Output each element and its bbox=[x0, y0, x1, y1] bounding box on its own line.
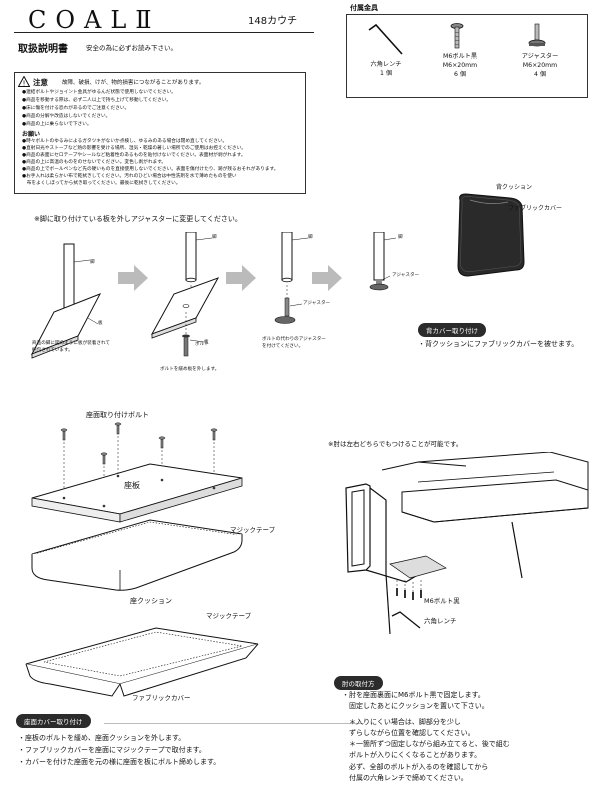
request-line: ●直射日光やストーブなど熱の影響を受ける場所、湿気・乾燥の著しい場所でのご使用は… bbox=[22, 146, 246, 151]
divider bbox=[104, 723, 364, 724]
model-name: 148カウチ bbox=[248, 16, 298, 27]
product-title: COALⅡ bbox=[28, 6, 161, 34]
request-line: ●時々ボルトのゆるみによるガタツキがないか点検し、ゆるみのある場合は閉め直してく… bbox=[22, 139, 228, 144]
request-line: ●商品の上に高温のものをのせないでください。変色し剥がれます。 bbox=[22, 160, 167, 165]
board-label: 板 bbox=[204, 340, 209, 345]
back-cover-label: ファブリックカバー bbox=[508, 205, 563, 212]
leg-label: 脚 bbox=[398, 235, 403, 240]
back-cover-text: ・背クッションにファブリックカバーを被せます。 bbox=[418, 340, 579, 348]
adjuster-label: アジャスター bbox=[303, 301, 331, 306]
back-cushion-label: 背クッション bbox=[496, 184, 533, 191]
request-line: ●商品の表面にセロテープやシールなど粘着性のあるものを貼付けないでください。表面… bbox=[22, 153, 246, 158]
seat-cushion-label: 座クッション bbox=[130, 597, 172, 605]
warning-line: ●商品を移動する際は、必ず二人以上で持ち上げて移動してください。 bbox=[22, 98, 172, 103]
warning-line: ●商品の分解や改造はしないでください。 bbox=[22, 114, 111, 119]
leg-label: 脚 bbox=[308, 235, 313, 240]
seat-cover-tag: 座面カバー取り付け bbox=[16, 714, 91, 728]
warning-icon: ! bbox=[18, 76, 30, 87]
arm-assembly-diagram bbox=[345, 452, 589, 635]
seat-assembly-diagram bbox=[25, 422, 259, 697]
leg-label: 脚 bbox=[90, 260, 95, 265]
seat-board-label: 座板 bbox=[124, 481, 140, 490]
leg-assembly-diagram bbox=[30, 232, 397, 359]
velcro-label: マジックテープ bbox=[230, 526, 276, 534]
adjuster-label: アジャスター bbox=[392, 273, 420, 278]
part-bolt-label: M6ボルト黒 M6×20mm 6 個 bbox=[430, 52, 490, 79]
seat-step: ・座板のボルトを緩め、座面クッションを外します。 bbox=[18, 734, 186, 742]
bolt-label: ボルト bbox=[195, 342, 209, 347]
arm-step: ・肘を座面裏面にM6ボルト黒で固定します。 bbox=[342, 691, 485, 699]
part-wrench-label: 六角レンチ 1 個 bbox=[356, 60, 416, 78]
seat-bolt-label: 座面取り付けボルト bbox=[86, 411, 149, 419]
svg-text:!: ! bbox=[23, 80, 26, 88]
warning-heading: 注意 bbox=[33, 78, 48, 87]
part-name: 六角レンチ bbox=[370, 61, 402, 68]
legs-caption: ※脚に取り付けている板を外しアジャスターに変更してください。 bbox=[34, 215, 242, 223]
arm-note: ずらしながら位置を確認してください。 bbox=[342, 728, 475, 737]
arm-tag: 肘の取付方 bbox=[334, 676, 383, 690]
part-spec: M6×20mm bbox=[442, 62, 478, 69]
adjuster-icon bbox=[528, 23, 546, 47]
part-qty: 6 個 bbox=[453, 71, 467, 78]
part-name: アジャスター bbox=[521, 53, 559, 60]
part-qty: 4 個 bbox=[533, 71, 547, 78]
back-cushion-diagram bbox=[457, 193, 525, 277]
request-line: 布をよくしぼってから拭き取ってください。最後に乾拭きしてください。 bbox=[22, 181, 181, 186]
arm-step: 固定したあとにクッションを置いて下さい。 bbox=[342, 702, 489, 711]
part-adjuster-label: アジャスター M6×20mm 4 個 bbox=[510, 52, 570, 79]
parts-box bbox=[346, 14, 588, 98]
arm-wrench-label: 六角レンチ bbox=[424, 617, 457, 625]
leg-note-3b: を付けてください。 bbox=[262, 344, 304, 349]
header-divider bbox=[14, 32, 314, 33]
arm-note: ＊一箇所ずつ固定しながら組み立てると、後で組む bbox=[342, 740, 510, 749]
arm-bolt-label: M6ボルト黒 bbox=[424, 597, 460, 605]
arm-note: ボルトが入りにくくなることがあります。 bbox=[342, 751, 482, 760]
velcro-label-2: マジックテープ bbox=[206, 612, 252, 620]
request-line: ●商品の上でボールペンなど先の硬いものを直接使用しないでください。表面を傷付けた… bbox=[22, 167, 279, 172]
part-spec: M6×20mm bbox=[522, 62, 558, 69]
parts-title: 付属金具 bbox=[350, 4, 378, 12]
seat-step: ・カバーを付けた座面を元の様に座面を板にボルト締めします。 bbox=[18, 758, 221, 766]
leg-note-2: ボルトを緩め板を外します。 bbox=[160, 367, 220, 372]
manual-title: 取扱説明書 bbox=[18, 44, 68, 55]
arm-note: 付属の六角レンチで締めてください。 bbox=[342, 774, 468, 783]
arm-caption: ※肘は左右どちらでもつけることが可能です。 bbox=[328, 440, 463, 448]
warning-line: ●商品の上に乗らないで下さい。 bbox=[22, 122, 92, 127]
fabric-cover-label: ファブリックカバー bbox=[132, 694, 191, 702]
warning-line: ●連結ボルトやジョイント金具がゆるんだ状態で使用しないでください。 bbox=[22, 90, 176, 95]
back-cover-tag: 背カバー取り付け bbox=[418, 323, 486, 337]
arm-instructions: ・肘を座面裏面にM6ボルト黒で固定します。 固定したあとにクッションを置いて下さ… bbox=[342, 690, 510, 784]
request-heading: お願い bbox=[22, 131, 41, 138]
warning-lead: 故障、破損、けが、物的損害につながることがあります。 bbox=[62, 80, 205, 86]
part-qty: 1 個 bbox=[379, 70, 393, 77]
leg-note-1: 商品の脚に図のように板が装着されて bbox=[32, 341, 110, 346]
arm-note: 必ず、全部のボルトが入るのを確認してから bbox=[342, 762, 489, 771]
request-line: ●お手入れは柔らかい布で乾拭きしてください。汚れのひどい場合は中性洗剤を水で薄め… bbox=[22, 174, 237, 179]
leg-note-3: ボルトの代わりのアジャスター bbox=[262, 337, 326, 342]
seat-instructions: ・座板のボルトを緩め、座面クッションを外します。 ・ファブリックカバーを座面にマ… bbox=[18, 732, 220, 768]
seat-step: ・ファブリックカバーを座面にマジックテープで取付ます。 bbox=[18, 746, 206, 754]
manual-subtitle: 安全の為に必ずお読み下さい。 bbox=[86, 44, 177, 52]
hex-wrench-icon bbox=[368, 23, 403, 55]
leg-label: 脚 bbox=[212, 235, 217, 240]
arm-note: ＊入りにくい場合は、脚部分を少し bbox=[342, 717, 461, 726]
bolt-icon bbox=[450, 23, 464, 49]
warning-box bbox=[14, 72, 306, 194]
board-label: 板 bbox=[98, 321, 103, 326]
leg-note-1b: 梱包されています。 bbox=[32, 348, 73, 353]
warning-line: ●床に傷を付ける恐れがあるのでご注意ください。 bbox=[22, 106, 130, 111]
part-name: M6ボルト黒 bbox=[442, 53, 478, 60]
